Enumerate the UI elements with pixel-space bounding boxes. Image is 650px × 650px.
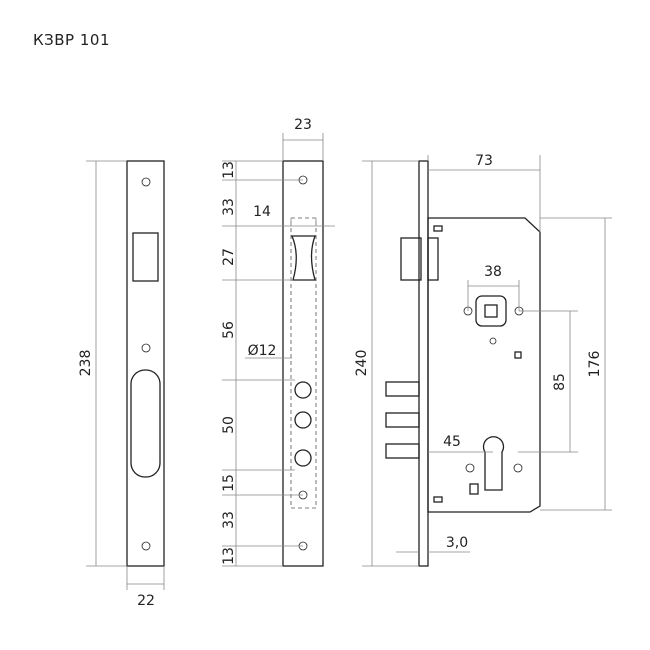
spindle-hub <box>475 295 507 327</box>
dim-13-top: 13 <box>221 161 237 179</box>
faceplate <box>282 160 324 567</box>
dim-33-top: 33 <box>221 198 237 216</box>
dim-15: 15 <box>221 474 237 492</box>
deadbolt-pin-1 <box>294 381 312 399</box>
deadbolt-1-side <box>385 381 420 397</box>
dim-13-bottom: 13 <box>221 547 237 565</box>
lock-body-dimensions: 73 38 240 85 176 45 3,0 <box>354 153 612 567</box>
dim-27: 27 <box>221 248 237 266</box>
drawing-title: КЗВР 101 <box>33 31 111 49</box>
latch-bolt-side <box>400 237 422 281</box>
dim-3-0: 3,0 <box>446 535 468 551</box>
dim-85: 85 <box>552 373 568 391</box>
strike-bolt-slot <box>130 369 161 478</box>
strike-screw-hole-middle <box>141 343 151 353</box>
dim-45: 45 <box>443 434 461 450</box>
strike-screw-hole-bottom <box>141 541 151 551</box>
strike-plate-outline <box>126 160 165 567</box>
lock-body-side <box>385 160 541 567</box>
dim-14: 14 <box>253 204 271 220</box>
lock-faceplate-edge <box>418 160 429 567</box>
strike-latch-opening <box>132 232 159 282</box>
faceplate-dimensions: 23 13 33 14 27 56 Ø12 50 15 33 13 <box>221 117 335 567</box>
strike-dimensions: 238 22 <box>78 160 165 609</box>
dim-50: 50 <box>221 416 237 434</box>
dim-strike-width: 22 <box>137 593 155 609</box>
lock-case <box>427 217 541 513</box>
dim-33-bottom: 33 <box>221 511 237 529</box>
case-rivet-bottom <box>433 496 443 503</box>
cylinder-screw-right <box>513 463 523 473</box>
bolt-channel-dashed <box>290 217 317 509</box>
dim-176: 176 <box>587 351 603 378</box>
spindle-square <box>484 304 498 318</box>
hub-screw-bottom <box>489 337 497 345</box>
cylinder-hole <box>482 436 505 491</box>
cylinder-cam <box>469 483 479 495</box>
dim-56: 56 <box>221 321 237 339</box>
dim-38: 38 <box>484 264 502 280</box>
case-rivet-top <box>433 225 443 232</box>
case-rivet-mid <box>514 351 522 359</box>
dim-73: 73 <box>475 153 493 169</box>
latch-bolt <box>291 235 316 281</box>
dim-240: 240 <box>354 350 370 377</box>
latch-housing <box>427 237 439 281</box>
deadbolt-pin-2 <box>294 411 312 429</box>
strike-screw-hole-top <box>141 177 151 187</box>
strike-plate <box>126 160 165 567</box>
deadbolt-2-side <box>385 412 420 428</box>
dim-strike-height: 238 <box>78 350 94 377</box>
dim-diameter-12: Ø12 <box>248 343 277 359</box>
faceplate-outline <box>282 160 324 567</box>
deadbolt-pin-3 <box>294 449 312 467</box>
dim-faceplate-width: 23 <box>294 117 312 133</box>
cylinder-screw-left <box>465 463 475 473</box>
deadbolt-3-side <box>385 443 420 459</box>
